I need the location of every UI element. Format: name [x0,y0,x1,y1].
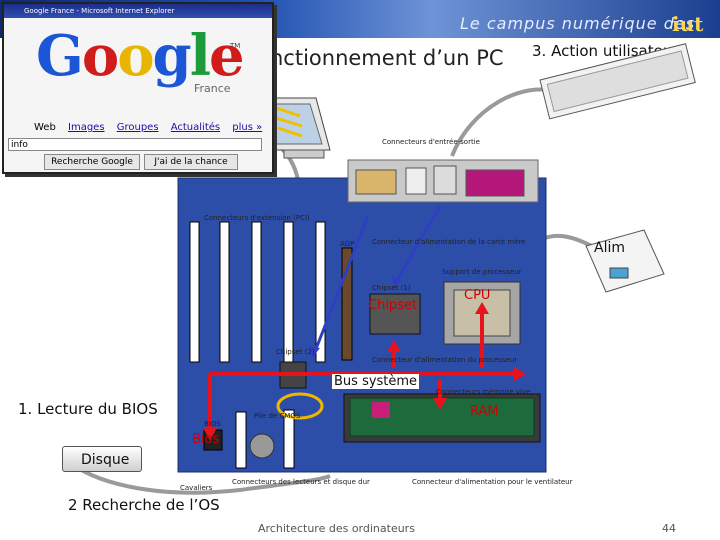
ide-connector-1 [283,409,295,469]
page-number: 44 [662,522,676,535]
slide-title: nctionnement d’un PC [270,46,504,70]
label-expansion-slots: Connecteurs d'extension (PCI) [204,214,310,222]
pci-slots [189,221,326,363]
search-input[interactable]: info [8,138,262,151]
google-tabs: Web Images Groupes Actualités plus » [34,122,271,133]
google-logo: Google [36,23,245,89]
bios-label: Bios [192,432,220,447]
arrow-keyboard-chipset [392,205,442,287]
label-chipset-1: Chipset (1) [372,284,411,292]
bus-ring [276,392,324,420]
browser-window: Google France - Microsoft Internet Explo… [2,2,274,174]
ide-connector-2 [235,411,247,469]
bus-label: Bus système [332,374,420,389]
label-disk-connectors: Connecteurs des lecteurs et disque dur [232,478,370,486]
tab-groups[interactable]: Groupes [116,122,159,133]
tab-images[interactable]: Images [68,122,105,133]
search-button[interactable]: Recherche Google [44,154,140,170]
tab-web[interactable]: Web [34,122,56,133]
browser-title-bar: Google France - Microsoft Internet Explo… [4,4,272,18]
tab-news[interactable]: Actualités [170,122,221,133]
ram-label-text: RAM [470,404,499,419]
lucky-button[interactable]: J'ai de la chance [144,154,238,170]
chipset-1-heatsink [369,293,421,335]
label-cpu-power: Connecteur d'alimentation du processeur [372,356,518,364]
chipset-label: Chipset [368,298,418,313]
label-agp: AGP [340,240,355,248]
keyboard-cable [450,87,561,157]
disk-drive: Disque [62,446,142,472]
alim-label: Alim [594,240,625,256]
label-chipset-2: Chipset (2) [276,348,315,356]
label-main-power: Connecteur d'alimentation de la carte mè… [372,238,526,246]
cpu-label: CPU [464,288,491,303]
cmos-battery [249,433,275,459]
io-port-parallel [465,169,525,197]
iut-logo: iut [672,12,704,36]
monitor-signal-lines [275,106,303,138]
io-port-ps2 [433,165,457,195]
label-memory: Connecteurs mémoire vive [436,388,531,396]
disk-cable [68,460,331,495]
google-region: France [194,82,231,95]
google-trademark: TM [230,42,241,50]
label-fan-power: Connecteur d'alimentation pour le ventil… [412,478,573,486]
banner-tagline: Le campus numérique des [460,14,696,33]
ram-label [372,402,390,418]
label-bios: BIOS [204,420,221,428]
tab-more[interactable]: plus » [232,122,263,133]
power-supply [585,229,665,293]
label-cpu-socket: Support de processeur [442,268,522,276]
label-jumpers: Cavaliers [180,484,213,492]
footer-text: Architecture des ordinateurs [258,522,415,535]
io-port-usb [405,167,427,195]
label-battery: Pile de CMOS [254,412,301,420]
label-io-connectors: Connecteurs d'entrée-sortie [382,138,480,146]
step-1-label: 1. Lecture du BIOS [18,400,158,418]
arrow-io-chipset [312,215,370,355]
agp-slot [341,247,353,361]
red-arrowheads [203,302,526,440]
step-2-label: 2 Recherche de l’OS [68,496,220,514]
io-port-serial [355,169,397,195]
keyboard [539,43,696,120]
